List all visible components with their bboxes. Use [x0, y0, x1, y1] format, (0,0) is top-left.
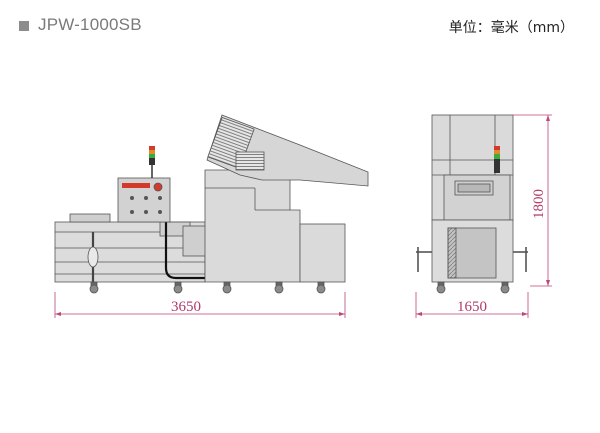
unit-label: 单位：毫米（mm） [448, 20, 574, 36]
baler-handle [87, 232, 99, 282]
front-view [416, 114, 528, 294]
length-label: 3650 [171, 299, 201, 315]
shredder-body [204, 169, 301, 283]
warning-light-front [494, 146, 500, 173]
warning-light-side [149, 146, 155, 178]
motor-housing [299, 223, 346, 283]
feed-chute-box [182, 225, 208, 257]
control-panel [117, 177, 171, 223]
dimension-width [415, 292, 529, 318]
width-label: 1650 [457, 299, 487, 315]
baler-body [54, 213, 206, 283]
hopper-conveyor [206, 114, 369, 187]
dimension-height [513, 114, 552, 287]
height-label: 1800 [531, 189, 547, 219]
casters-front [436, 281, 510, 294]
page-header: JPW-1000SB 单位：毫米（mm） [0, 0, 600, 50]
dimension-length [54, 292, 346, 318]
power-cable [164, 222, 205, 280]
front-side-handles [416, 247, 528, 272]
casters-side [89, 281, 326, 294]
model-title: JPW-1000SB [38, 15, 142, 34]
side-view [54, 114, 369, 294]
square-bullet-icon [19, 21, 29, 31]
